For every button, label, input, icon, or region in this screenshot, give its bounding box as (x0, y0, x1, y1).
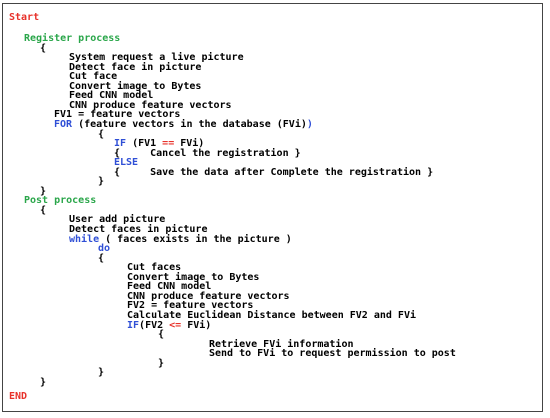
if2-part: FVi) (181, 319, 212, 331)
brace: { (158, 329, 165, 341)
brace: } (98, 176, 105, 188)
if2-operator: <= (169, 319, 182, 331)
brace: { (40, 42, 47, 54)
if2-line: IF(FV2 <= FVi) (127, 319, 212, 331)
code-line: Send to FVi to request permission to pos… (209, 348, 456, 360)
code-line: Feed CNN model (69, 90, 154, 102)
for-line: FOR (feature vectors in the database (FV… (54, 118, 313, 130)
if-part: (FV1 (126, 138, 163, 150)
brace: } (98, 367, 105, 379)
code-line: CNN produce feature vectors (127, 290, 290, 302)
post-process-title: Post process (24, 195, 97, 207)
for-keyword: FOR (54, 118, 73, 130)
code-line: Calculate Euclidean Distance between FV2… (127, 309, 416, 321)
code-line: Retrieve FVi information (209, 338, 354, 350)
for-close: ) (306, 118, 313, 130)
else-keyword: ELSE (114, 157, 139, 169)
save-line: { Save the data after Complete the regis… (114, 166, 434, 178)
brace: { (40, 204, 47, 216)
code-line: FV2 = feature vectors (127, 300, 254, 312)
for-condition: (feature vectors in the database (FVi) (72, 118, 307, 130)
code-line: Feed CNN model (127, 281, 212, 293)
code-line: Cut face (69, 71, 118, 83)
code-line: CNN produce feature vectors (69, 99, 232, 111)
code-line: Convert image to Bytes (127, 271, 260, 283)
cancel-line: { Cancel the registration } (114, 147, 301, 159)
if2-keyword: IF (127, 319, 140, 331)
if-operator: == (162, 138, 175, 150)
end-keyword: END (9, 390, 28, 402)
code-line: Detect face in picture (69, 61, 202, 73)
code-line: Cut faces (127, 262, 182, 274)
brace: } (40, 376, 47, 388)
code-line: Detect faces in picture (69, 224, 208, 235)
do-keyword: do (98, 243, 111, 255)
pseudocode-frame (2, 3, 543, 412)
code-line: System request a live picture (69, 52, 244, 64)
brace: { (98, 252, 105, 264)
while-keyword: while (69, 233, 100, 245)
register-process-title: Register process (24, 33, 121, 44)
start-keyword: Start (9, 12, 40, 23)
code-line: User add picture (69, 214, 166, 226)
brace: { (98, 128, 105, 140)
brace: } (40, 185, 47, 197)
brace: } (158, 357, 165, 369)
if-line: IF (FV1 == FVi) (114, 139, 204, 149)
while-line: while ( faces exists in the picture ) (69, 233, 292, 245)
if-part: FVi) (174, 138, 205, 150)
if-keyword: IF (114, 138, 127, 150)
if2-part: (FV2 (139, 319, 170, 331)
code-line: Convert image to Bytes (69, 80, 202, 92)
while-condition: ( faces exists in the picture ) (99, 233, 292, 245)
code-line: FV1 = feature vectors (54, 109, 181, 121)
